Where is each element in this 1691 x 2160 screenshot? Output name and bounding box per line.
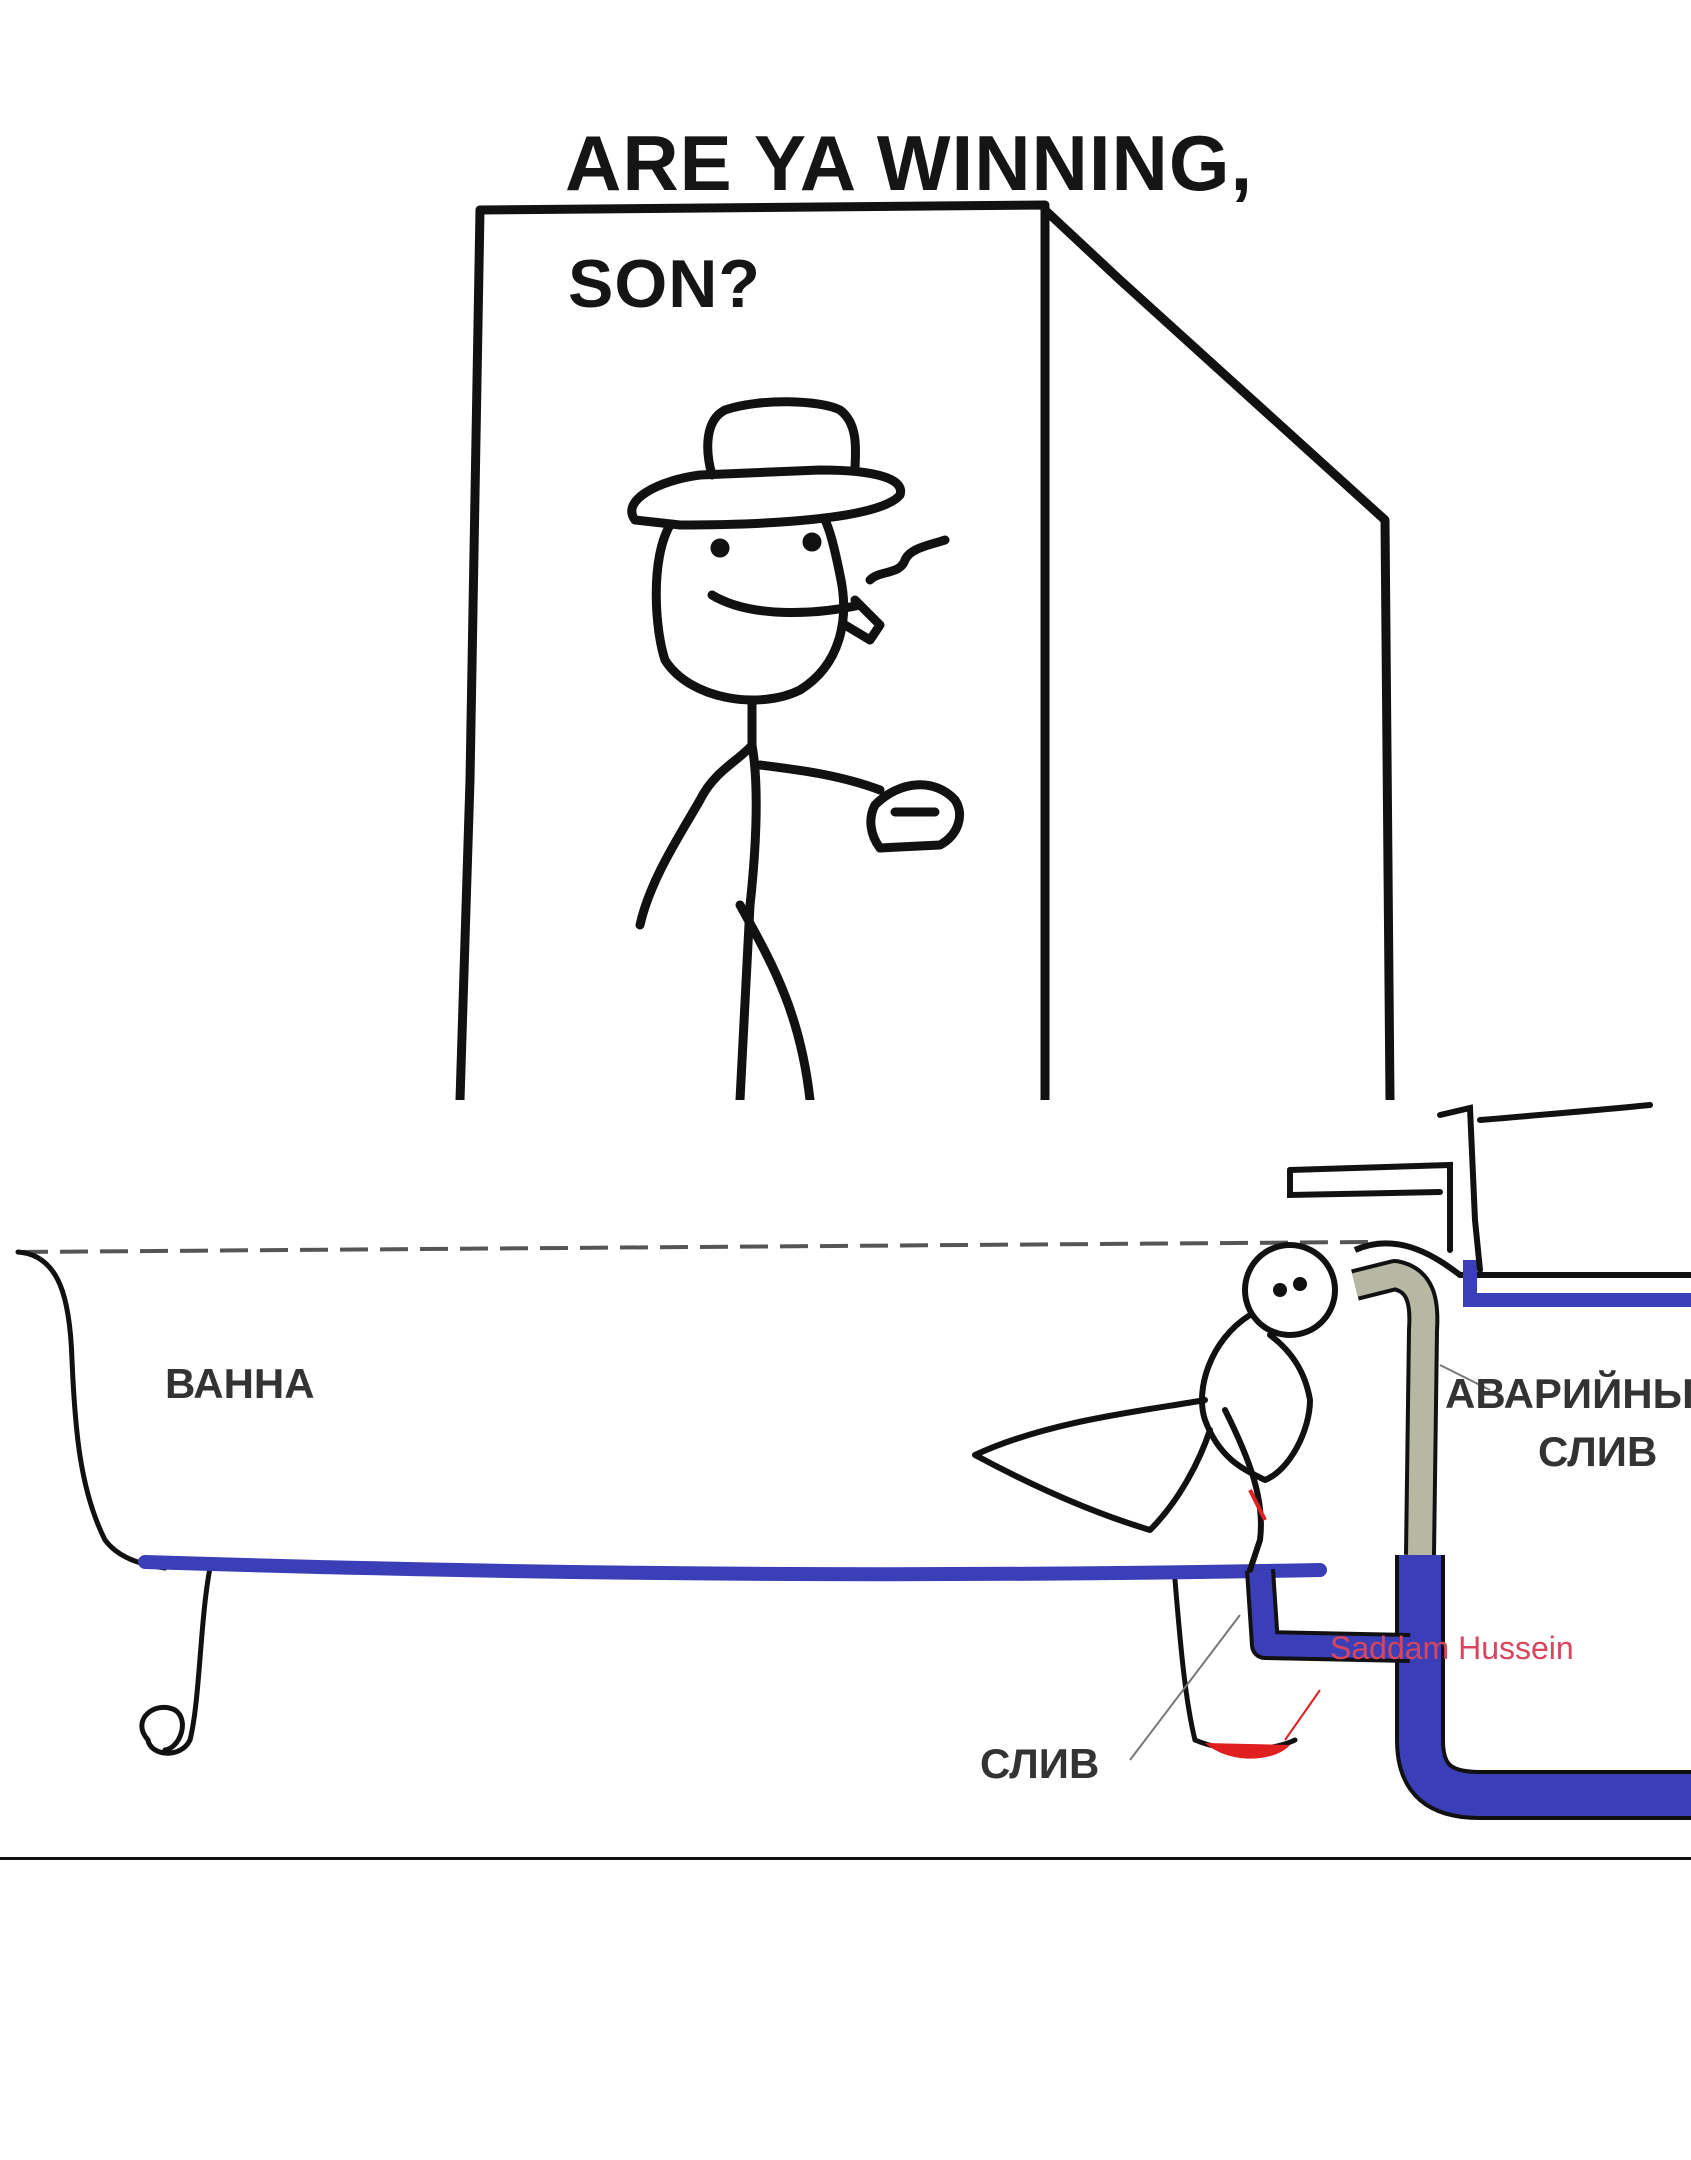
tub-water xyxy=(138,1555,1327,1582)
stick-figure-in-drain-icon xyxy=(972,1242,1338,1573)
water-pipe-icon xyxy=(1245,1240,1691,1820)
cigarette-smoke-icon xyxy=(865,535,950,585)
drain-pointer-line xyxy=(1129,1614,1241,1761)
dad-figure-icon xyxy=(627,397,964,1100)
door-frame-icon xyxy=(455,200,1395,1100)
bottom-panel-drawing xyxy=(0,1102,1691,1860)
red-marker xyxy=(1248,1489,1267,1521)
top-panel-drawing xyxy=(455,200,1395,1100)
drain-blood-blob xyxy=(1205,1743,1290,1759)
bath-label: ВАННА xyxy=(165,1360,315,1407)
tub-rim-dashed-line xyxy=(19,1240,1371,1254)
name-pointer-line xyxy=(1284,1689,1321,1741)
overflow-pointer-line xyxy=(1439,1364,1491,1391)
overflow-label-line-2: СЛИВ xyxy=(1538,1428,1658,1475)
name-label: Saddam Hussein xyxy=(1330,1630,1574,1666)
caption-line-2: SON? xyxy=(568,246,761,322)
drain-label: СЛИВ xyxy=(980,1740,1100,1787)
fedora-hat-icon xyxy=(627,397,906,530)
caption-line-1: ARE YA WINNING, xyxy=(565,119,1254,207)
faucet-icon xyxy=(1287,1102,1653,1273)
bathtub-icon xyxy=(15,1249,1298,1756)
top-panel: ARE YA WINNING, SON? xyxy=(455,119,1395,1100)
bottom-panel: ВАННА АВАРИЙНЫ СЛИВ СЛИВ Saddam Hussein xyxy=(0,1100,1691,1860)
overflow-label-line-1: АВАРИЙНЫ xyxy=(1445,1370,1691,1417)
lunchbox-icon xyxy=(866,780,964,853)
